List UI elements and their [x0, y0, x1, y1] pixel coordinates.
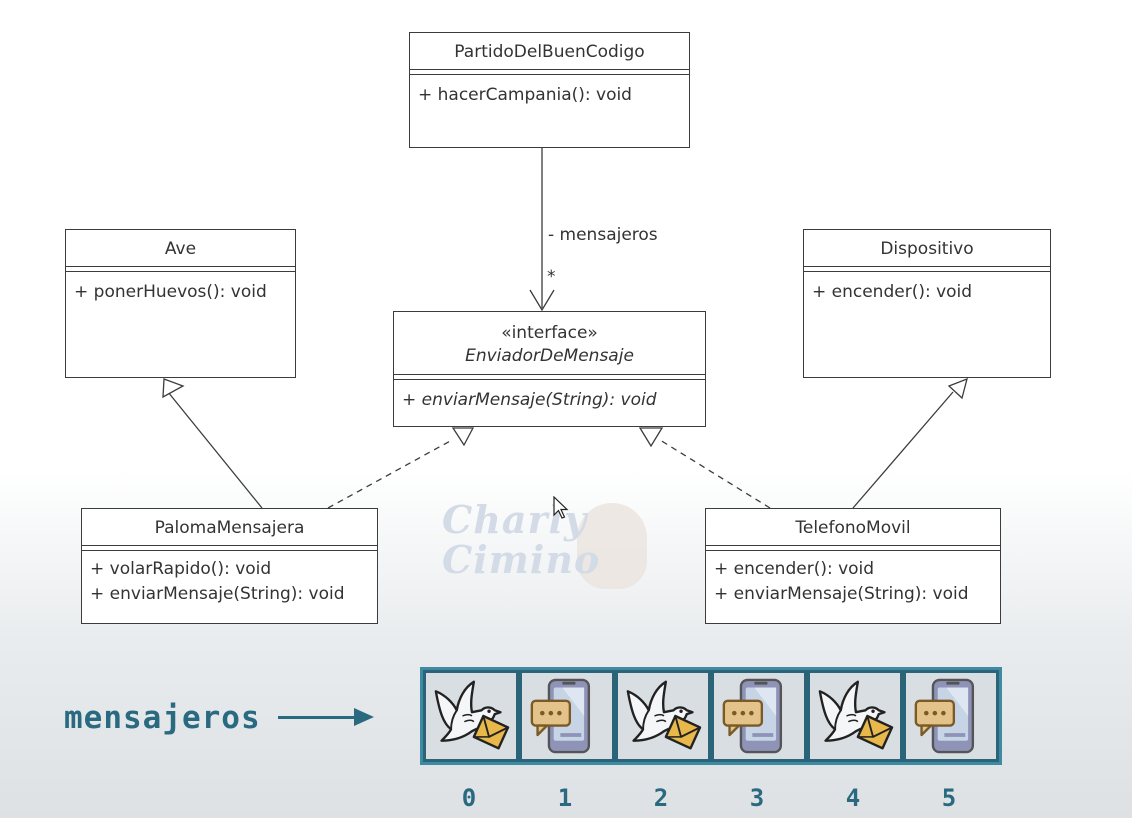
class-name: TelefonoMovil — [795, 518, 911, 538]
array-cell — [519, 670, 615, 762]
class-paloma[interactable]: PalomaMensajera + volarRapido(): void + … — [81, 508, 378, 624]
array-pointer-arrowhead — [354, 708, 374, 726]
pigeon-icon — [428, 678, 514, 754]
array-index-label: 0 — [461, 784, 477, 812]
phone-icon — [524, 678, 610, 754]
array-cell — [903, 670, 999, 762]
array-pointer-line — [278, 716, 358, 719]
paloma-enviador-realization — [327, 439, 453, 509]
array-index-label: 4 — [845, 784, 861, 812]
class-operation: + enviarMensaje(String): void — [402, 390, 657, 410]
class-ave[interactable]: Ave + ponerHuevos(): void — [65, 229, 296, 378]
array-cell — [807, 670, 903, 762]
class-operation: + volarRapido(): void — [90, 559, 272, 579]
array-index-label: 5 — [941, 784, 957, 812]
array-cell — [615, 670, 711, 762]
telefono-enviador-realization — [659, 439, 771, 509]
class-operation: + ponerHuevos(): void — [74, 282, 267, 302]
class-name: PartidoDelBuenCodigo — [454, 42, 645, 62]
class-telefono[interactable]: TelefonoMovil + encender(): void + envia… — [705, 508, 1001, 624]
array-index-label: 3 — [749, 784, 765, 812]
class-name: PalomaMensajera — [154, 518, 305, 538]
class-name: EnviadorDeMensaje — [465, 346, 634, 366]
array-cell — [711, 670, 807, 762]
class-dispositivo[interactable]: Dispositivo + encender(): void — [803, 229, 1051, 378]
paloma-ave-generalization — [167, 391, 263, 509]
telefono-dispositivo-generalization — [852, 391, 954, 509]
class-name: Ave — [164, 239, 197, 259]
watermark-logo: Charly Cimino — [442, 497, 601, 582]
mouse-cursor-icon — [553, 496, 569, 519]
association-multiplicity-label: * — [547, 267, 556, 287]
array-index-label: 2 — [653, 784, 669, 812]
phone-icon — [716, 678, 802, 754]
pigeon-icon — [620, 678, 706, 754]
dispositivo-triangle — [947, 377, 968, 400]
class-operation: + enviarMensaje(String): void — [714, 584, 969, 604]
enviador-triangle-left — [451, 427, 475, 447]
pigeon-icon — [812, 678, 898, 754]
array-cell — [423, 670, 519, 762]
interface-stereotype: «interface» — [501, 323, 598, 343]
class-operation: + hacerCampania(): void — [418, 85, 632, 105]
phone-icon — [908, 678, 994, 754]
enviador-triangle-right — [638, 427, 664, 448]
array-index-label: 1 — [557, 784, 573, 812]
class-operation: + encender(): void — [812, 282, 973, 302]
class-operation: + enviarMensaje(String): void — [90, 584, 345, 604]
class-operation: + encender(): void — [714, 559, 875, 579]
interface-enviador[interactable]: «interface» EnviadorDeMensaje + enviarMe… — [393, 311, 706, 427]
mensajeros-array — [420, 667, 1002, 765]
ave-triangle — [162, 378, 185, 399]
watermark-face — [577, 503, 647, 589]
association-arrowhead — [529, 289, 555, 312]
association-role-label: - mensajeros — [548, 225, 658, 245]
class-partido[interactable]: PartidoDelBuenCodigo + hacerCampania(): … — [409, 32, 690, 148]
class-name: Dispositivo — [880, 239, 974, 259]
array-label: mensajeros — [64, 700, 261, 736]
